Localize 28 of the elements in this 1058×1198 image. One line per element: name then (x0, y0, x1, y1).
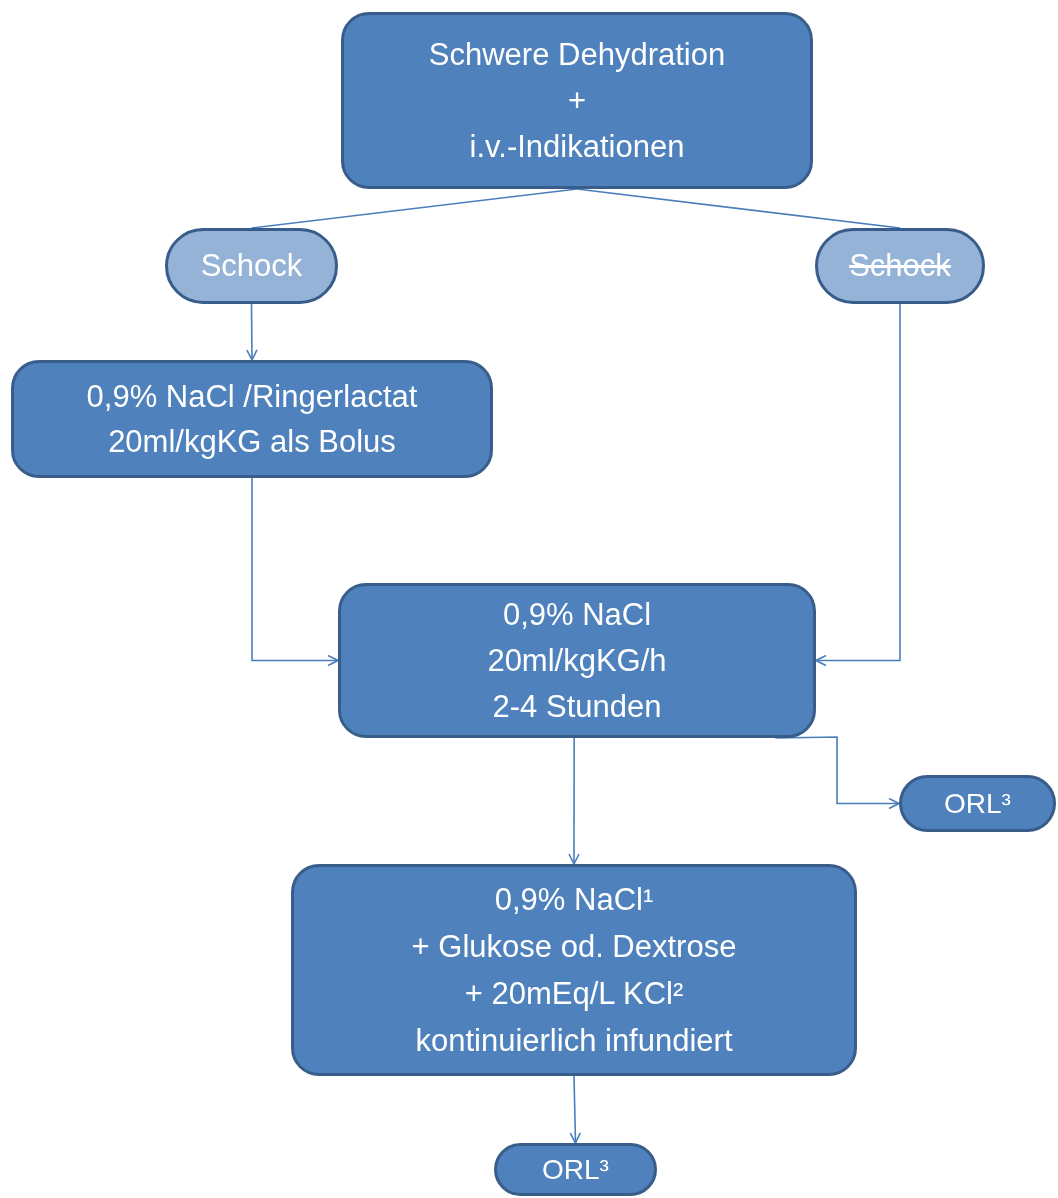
terminal-pill (899, 775, 1056, 832)
terminal-pill (494, 1143, 657, 1196)
arrow (246, 303, 258, 361)
arrow (568, 737, 580, 865)
process-box (11, 360, 493, 478)
node-label: + Glukose od. Dextrose (411, 928, 737, 966)
process-box (291, 864, 857, 1076)
process-box (338, 583, 816, 738)
node-label: 0,9% NaCl /Ringerlactat (86, 378, 418, 416)
arrow (251, 477, 339, 667)
node-label: Schwere Dehydration (428, 35, 726, 74)
node-label: 20ml/kgKG/h (487, 641, 667, 680)
node-label: i.v.-Indikationen (469, 127, 685, 166)
node-label: 2-4 Stunden (492, 687, 662, 726)
node-label: + 20mEq/L KCl² (464, 975, 684, 1013)
node-label: ORL³ (944, 786, 1011, 821)
node-label: kontinuierlich infundiert (415, 1022, 733, 1060)
connector-line (576, 188, 901, 229)
node-label: ORL³ (542, 1152, 609, 1187)
node-label: 0,9% NaCl (502, 595, 652, 634)
arrow (569, 1075, 582, 1144)
node-label: 0,9% NaCl¹ (494, 881, 654, 919)
node-label: + (567, 81, 587, 120)
process-box (341, 12, 813, 189)
struck-label: Schock (849, 247, 951, 285)
node-label: Schock (200, 247, 303, 285)
arrow (815, 303, 901, 667)
node-label: 20ml/kgKG als Bolus (108, 423, 396, 461)
